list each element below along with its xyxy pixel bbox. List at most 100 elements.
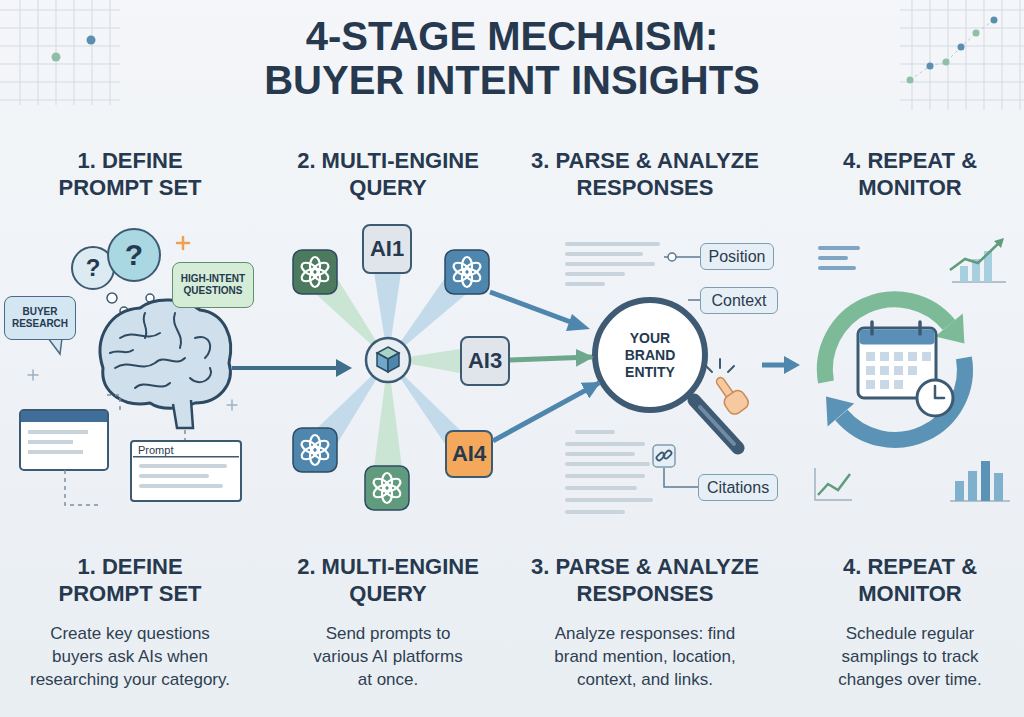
leader-line [668,253,676,261]
analysis-tag: Citations [698,474,778,501]
browser-window [20,410,108,470]
stage-heading: 2. MULTI-ENGINE QUERY [278,147,498,201]
stage-heading: 4. REPEAT & MONITOR [810,553,1010,607]
ai-engine-icon [293,250,337,294]
calendar-icon [880,352,889,361]
calendar-icon [894,366,903,375]
mini-chart [950,242,1000,270]
grid-decoration [0,0,1024,110]
mini-chart [815,238,1010,501]
stage-description: Schedule regular samplings to track chan… [835,622,985,691]
prompt-line [139,484,223,488]
node-text: Prompt [138,444,173,456]
brain-illustration [195,337,210,358]
grid-decoration [900,0,1024,110]
brain-illustration [100,300,231,408]
ai-engine-icon [293,250,337,294]
document-line [565,462,650,466]
text-line [818,266,856,270]
node-text: Position [709,248,766,266]
calendar-icon [872,322,920,334]
pointer-hand [706,359,751,417]
connector-arrow [510,357,592,360]
browser-window [21,411,107,422]
browser-window [28,430,88,434]
calendar-icon [866,352,931,389]
grid-dot [907,77,914,84]
stage-description: Create key questions buyers ask AIs when… [26,622,234,691]
dashed-connector [105,395,120,410]
stage-heading: 1. DEFINE PROMPT SET [40,147,220,201]
brain-illustration [120,333,160,338]
link-icon [656,452,666,462]
pointer-hand [722,388,751,417]
cycle-arrow [826,397,854,427]
dashed-connector [65,470,100,505]
flow-arrow [336,359,352,377]
calendar-icon [908,352,917,361]
clock-icon [935,386,944,398]
text-line [818,246,860,250]
pointer-hand [715,376,735,400]
cycle-arrow [935,313,964,343]
pointer-hand [710,371,751,416]
browser-window [28,450,83,454]
brain-illustration [115,358,185,368]
flow-arrow [232,366,338,370]
grid-dot [52,53,61,62]
calendar-icon [908,366,917,375]
calendar-icon [880,366,889,375]
mini-chart [818,474,850,495]
mini-chart [955,481,964,501]
leader-line [688,299,700,301]
ai-engine-icon [365,466,409,510]
grid-dot [927,63,934,70]
browser-window [20,410,108,470]
leader-line [664,468,698,487]
grid-dot [87,36,96,45]
calendar-icon [880,380,889,389]
clock-icon [917,380,953,416]
stage-description: Send prompts to various AI platforms at … [312,622,464,691]
stage-heading: 3. PARSE & ANALYZE RESPONSES [520,553,770,607]
document-line [565,442,645,446]
node-text: HIGH-INTENT QUESTIONS [176,273,250,297]
ai-engine-box: AI4 [445,430,493,478]
document-line [565,262,655,266]
lens-handle [694,400,738,448]
grid-dot [973,30,980,37]
dashed-connector [184,430,186,440]
brain-illustration [190,368,211,382]
stage-heading: 2. MULTI-ENGINE QUERY [278,553,498,607]
node-text: ? [125,238,143,272]
ai-engine-icon [293,428,337,472]
document-line [575,430,615,434]
document-line [565,510,625,514]
brand-lens: YOUR BRAND ENTITY [592,297,708,413]
ai-engine-icon [293,428,337,472]
flow-arrow [762,356,800,374]
speech-bubble: HIGH-INTENT QUESTIONS [172,262,254,308]
node-text: AI1 [370,236,404,262]
lens-handle [700,407,734,444]
hub-cube [366,338,410,382]
link-icon [653,445,675,467]
calendar-icon [866,352,875,361]
document-line [565,282,605,286]
brain-illustration [110,350,133,353]
flow-arrow [490,292,590,331]
ai-engine-box: AI1 [362,224,412,274]
stage-description: Analyze responses: find brand mention, l… [545,622,745,691]
stage-heading: 4. REPEAT & MONITOR [810,147,1010,201]
grid-dot [910,20,994,80]
flow-arrow [232,359,352,377]
stage-heading: 3. PARSE & ANALYZE RESPONSES [520,147,770,201]
sparkle [28,370,38,380]
brain-illustration [100,300,231,428]
calendar-icon [866,366,875,375]
flow-arrow [784,356,800,374]
mini-chart [994,473,1003,501]
